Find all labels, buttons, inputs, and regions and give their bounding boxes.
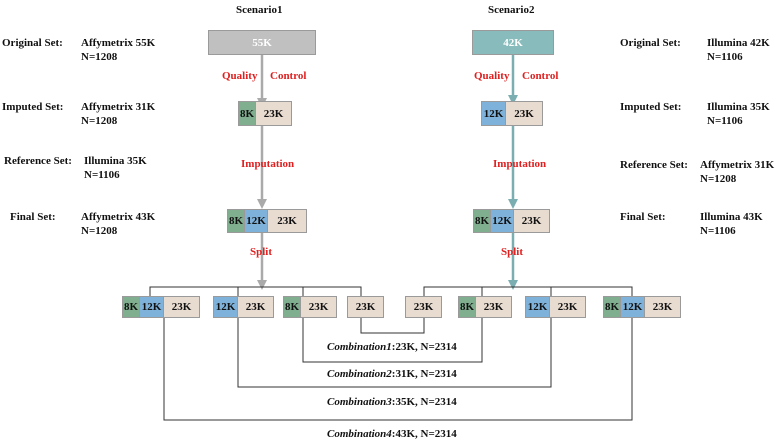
split-g4-beige: 23K	[347, 296, 384, 318]
s2-qc-word2: Control	[522, 70, 559, 82]
combination1-detail: :23K, N=2314	[391, 341, 457, 353]
s2-split: Split	[501, 246, 524, 258]
s2-reference-val2: N=1208	[700, 173, 737, 185]
s1-imputed-val2: N=1208	[81, 115, 118, 127]
combination2-label: Combination2:31K, N=2314	[327, 368, 457, 380]
s1-final-val2: N=1208	[81, 225, 118, 237]
combination3-name: Combination3	[327, 396, 392, 408]
s2-original-val2: N=1106	[707, 51, 743, 63]
s2-final-blue: 12K	[490, 209, 514, 233]
s1-original-box: 55K	[208, 30, 316, 55]
s1-imputed-key: Imputed Set:	[2, 101, 64, 113]
s2-imputed-beige: 23K	[505, 101, 543, 126]
s2-original-val1: Illumina 42K	[707, 37, 770, 49]
combination4-label: Combination4:43K, N=2314	[327, 428, 457, 440]
s2-imputed-val1: Illumina 35K	[707, 101, 770, 113]
s2-final-green: 8K	[473, 209, 491, 233]
s1-reference-val1: Illumina 35K	[84, 155, 147, 167]
s1-imputed-green: 8K	[238, 101, 256, 126]
s1-imputed-beige: 23K	[255, 101, 292, 126]
s2-imputed-blue: 12K	[481, 101, 506, 126]
s1-final-blue: 12K	[244, 209, 268, 233]
split-g1-green: 8K	[122, 296, 140, 318]
s2-reference-key: Reference Set:	[620, 159, 688, 171]
split-g1-beige: 23K	[163, 296, 200, 318]
s2-final-key: Final Set:	[620, 211, 666, 223]
s1-final-val1: Affymetrix 43K	[81, 211, 156, 223]
combination1-name: Combination1	[327, 341, 392, 353]
s1-original-key: Original Set:	[2, 37, 63, 49]
s1-qc-word1: Quality	[222, 70, 258, 82]
split-g7-beige: 23K	[549, 296, 586, 318]
s1-original-val1: Affymetrix 55K	[81, 37, 156, 49]
s1-imputed-val1: Affymetrix 31K	[81, 101, 156, 113]
s1-qc-word2: Control	[270, 70, 307, 82]
split-g2-blue: 12K	[213, 296, 238, 318]
s1-final-beige: 23K	[267, 209, 307, 233]
split-g8-blue: 12K	[620, 296, 645, 318]
s2-original-box: 42K	[472, 30, 554, 55]
s2-reference-val1: Affymetrix 31K	[700, 159, 775, 171]
split-g8-beige: 23K	[644, 296, 681, 318]
s1-split: Split	[250, 246, 273, 258]
s1-reference-key: Reference Set:	[4, 155, 72, 167]
combination2-name: Combination2	[327, 368, 392, 380]
combination3-label: Combination3:35K, N=2314	[327, 396, 457, 408]
combination-lines	[163, 318, 633, 421]
s2-final-beige: 23K	[513, 209, 550, 233]
s1-reference-val2: N=1106	[84, 169, 120, 181]
combination1-label: Combination1:23K, N=2314	[327, 341, 457, 353]
split-g3-green: 8K	[283, 296, 301, 318]
s2-final-val2: N=1106	[700, 225, 736, 237]
s2-imputed-key: Imputed Set:	[620, 101, 682, 113]
split-g7-blue: 12K	[525, 296, 550, 318]
split-g1-blue: 12K	[139, 296, 164, 318]
split-g8-green: 8K	[603, 296, 621, 318]
combination3-detail: :35K, N=2314	[391, 396, 457, 408]
combination2-detail: :31K, N=2314	[391, 368, 457, 380]
s2-imputed-val2: N=1106	[707, 115, 743, 127]
combination4-name: Combination4	[327, 428, 392, 440]
scenario1-title: Scenario1	[236, 4, 283, 16]
split-brackets	[149, 286, 633, 296]
s2-original-key: Original Set:	[620, 37, 681, 49]
s1-final-key: Final Set:	[10, 211, 56, 223]
s1-final-green: 8K	[227, 209, 245, 233]
s2-qc-word1: Quality	[474, 70, 510, 82]
scenario2-title: Scenario2	[488, 4, 535, 16]
s2-imputation: Imputation	[493, 158, 547, 170]
split-g6-green: 8K	[458, 296, 476, 318]
s2-final-val1: Illumina 43K	[700, 211, 763, 223]
split-g2-beige: 23K	[237, 296, 274, 318]
s1-original-val2: N=1208	[81, 51, 118, 63]
split-g5-beige: 23K	[405, 296, 442, 318]
s1-imputation: Imputation	[241, 158, 295, 170]
split-g3-beige: 23K	[300, 296, 337, 318]
split-g6-beige: 23K	[475, 296, 512, 318]
combination4-detail: :43K, N=2314	[391, 428, 457, 440]
